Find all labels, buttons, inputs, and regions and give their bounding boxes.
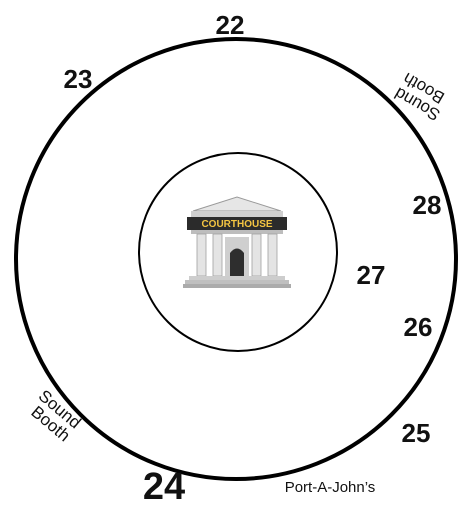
label-22: 22 bbox=[216, 10, 245, 40]
label-24: 24 bbox=[143, 466, 185, 508]
label-27: 27 bbox=[357, 260, 386, 290]
label-23: 23 bbox=[64, 64, 93, 94]
label-28: 28 bbox=[413, 190, 442, 220]
label-26: 26 bbox=[404, 312, 433, 342]
sound-booth-bottom-left: Sound Booth bbox=[24, 386, 88, 448]
courthouse-icon: COURTHOUSE bbox=[183, 197, 291, 288]
sound-booth-top-right: Sound Booth bbox=[387, 66, 452, 124]
courthouse-door bbox=[230, 249, 244, 277]
port-a-johns-label: Port-A-John’s bbox=[285, 479, 376, 496]
label-25: 25 bbox=[402, 418, 431, 448]
courthouse-sign-text: COURTHOUSE bbox=[201, 219, 272, 230]
